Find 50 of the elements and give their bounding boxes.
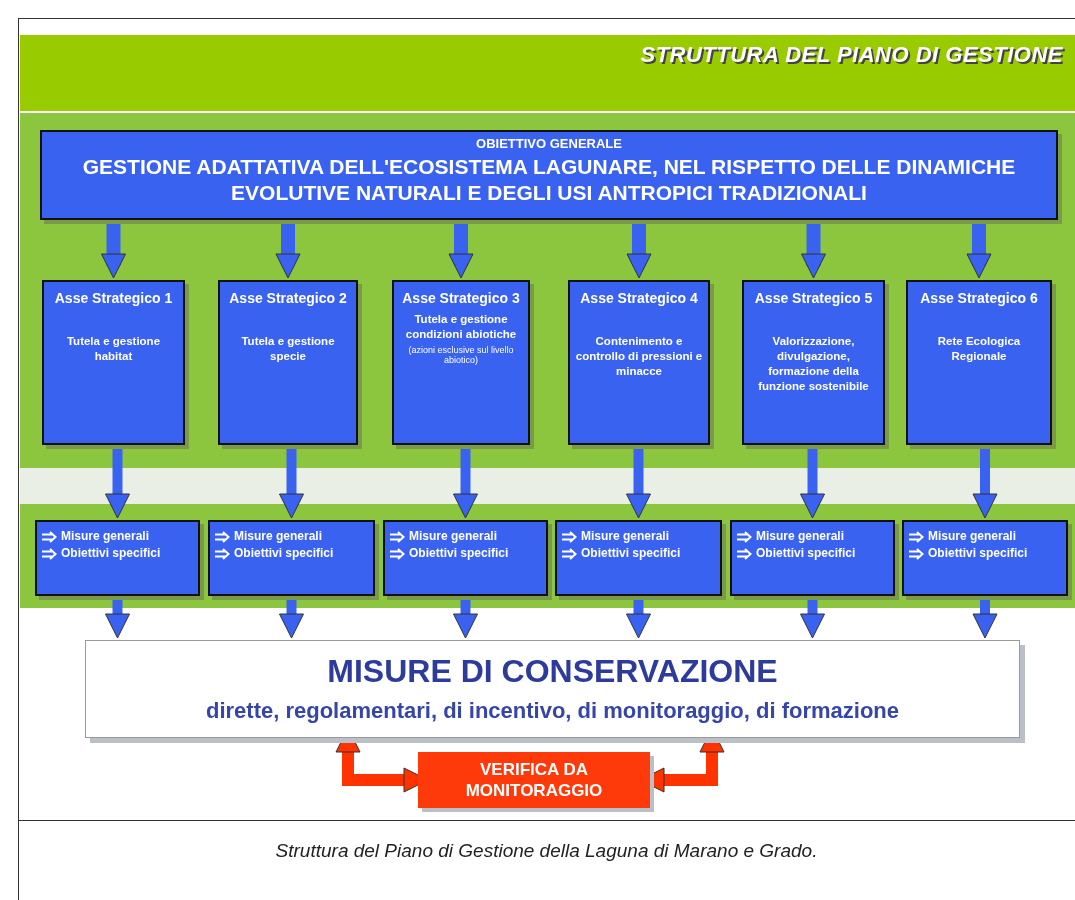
measure-item: Obiettivi specifici — [928, 546, 1028, 560]
axis-note: (azioni esclusive sul livello abiotico) — [407, 345, 515, 365]
block-arrow — [275, 222, 301, 279]
block-arrow — [801, 222, 826, 279]
measure-item: Misure generali — [409, 529, 498, 543]
block-arrow — [453, 598, 478, 639]
measure-item: Misure generali — [756, 529, 845, 543]
block-arrow — [105, 447, 130, 519]
block-arrow — [966, 222, 992, 279]
block-arrow — [279, 598, 304, 639]
block-arrow — [101, 222, 126, 279]
axis-heading: Asse Strategico 2 — [228, 290, 348, 306]
axis-heading: Asse Strategico 5 — [753, 290, 874, 306]
measure-item: Misure generali — [581, 529, 670, 543]
axis-heading: Asse Strategico 6 — [919, 290, 1039, 306]
block-arrow — [453, 447, 478, 519]
block-arrow — [800, 598, 825, 639]
block-arrow — [972, 447, 998, 519]
block-arrow — [626, 447, 651, 519]
block-arrow — [626, 598, 651, 639]
axis-description: Tutela e gestione habitat — [65, 334, 162, 364]
block-arrow — [972, 598, 998, 639]
measure-item: Obiettivi specifici — [61, 546, 161, 560]
measure-item: Misure generali — [61, 529, 150, 543]
block-arrow — [105, 598, 130, 639]
conservation-title: MISURE DI CONSERVAZIONE — [326, 653, 779, 690]
monitoring-label: VERIFICA DA MONITORAGGIO — [464, 759, 604, 801]
measure-item: Obiettivi specifici — [581, 546, 681, 560]
goal-text: GESTIONE ADATTATIVA DELL'ECOSISTEMA LAGUNARE, NEL RISPETTO DELLE DINAMICHE EVOLUTIVE NATURALI E DEGLI USI ANTROPICI TRADIZIONALI — [81, 154, 1017, 206]
axis-heading: Asse Strategico 4 — [579, 290, 699, 306]
measure-item: Misure generali — [234, 529, 323, 543]
measure-item: Obiettivi specifici — [756, 546, 856, 560]
block-arrow — [448, 222, 474, 279]
block-arrow — [279, 447, 304, 519]
axis-heading: Asse Strategico 1 — [53, 290, 174, 306]
axis-description: Rete Ecologica Regionale — [936, 334, 1022, 364]
axis-description: Contenimento e controllo di pressioni e minacce — [574, 334, 704, 379]
axis-description: Valorizzazione, divulgazione, formazione della funzione sostenibile — [757, 334, 870, 394]
measure-item: Obiettivi specifici — [409, 546, 509, 560]
axis-description: Tutela e gestione specie — [240, 334, 336, 364]
goal-heading: OBIETTIVO GENERALE — [475, 136, 623, 151]
axis-description: Tutela e gestione condizioni abiotiche — [404, 312, 518, 342]
block-arrow — [800, 447, 825, 519]
caption: Struttura del Piano di Gestione della Laguna di Marano e Grado. — [274, 840, 819, 862]
measure-item: Obiettivi specifici — [234, 546, 334, 560]
axis-heading: Asse Strategico 3 — [401, 290, 521, 306]
conservation-subtitle: dirette, regolamentari, di incentivo, di monitoraggio, di formazione — [204, 698, 901, 724]
block-arrow — [626, 222, 652, 279]
measure-item: Misure generali — [928, 529, 1017, 543]
diagram-title: STRUTTURA DEL PIANO DI GESTIONE — [640, 42, 1063, 68]
